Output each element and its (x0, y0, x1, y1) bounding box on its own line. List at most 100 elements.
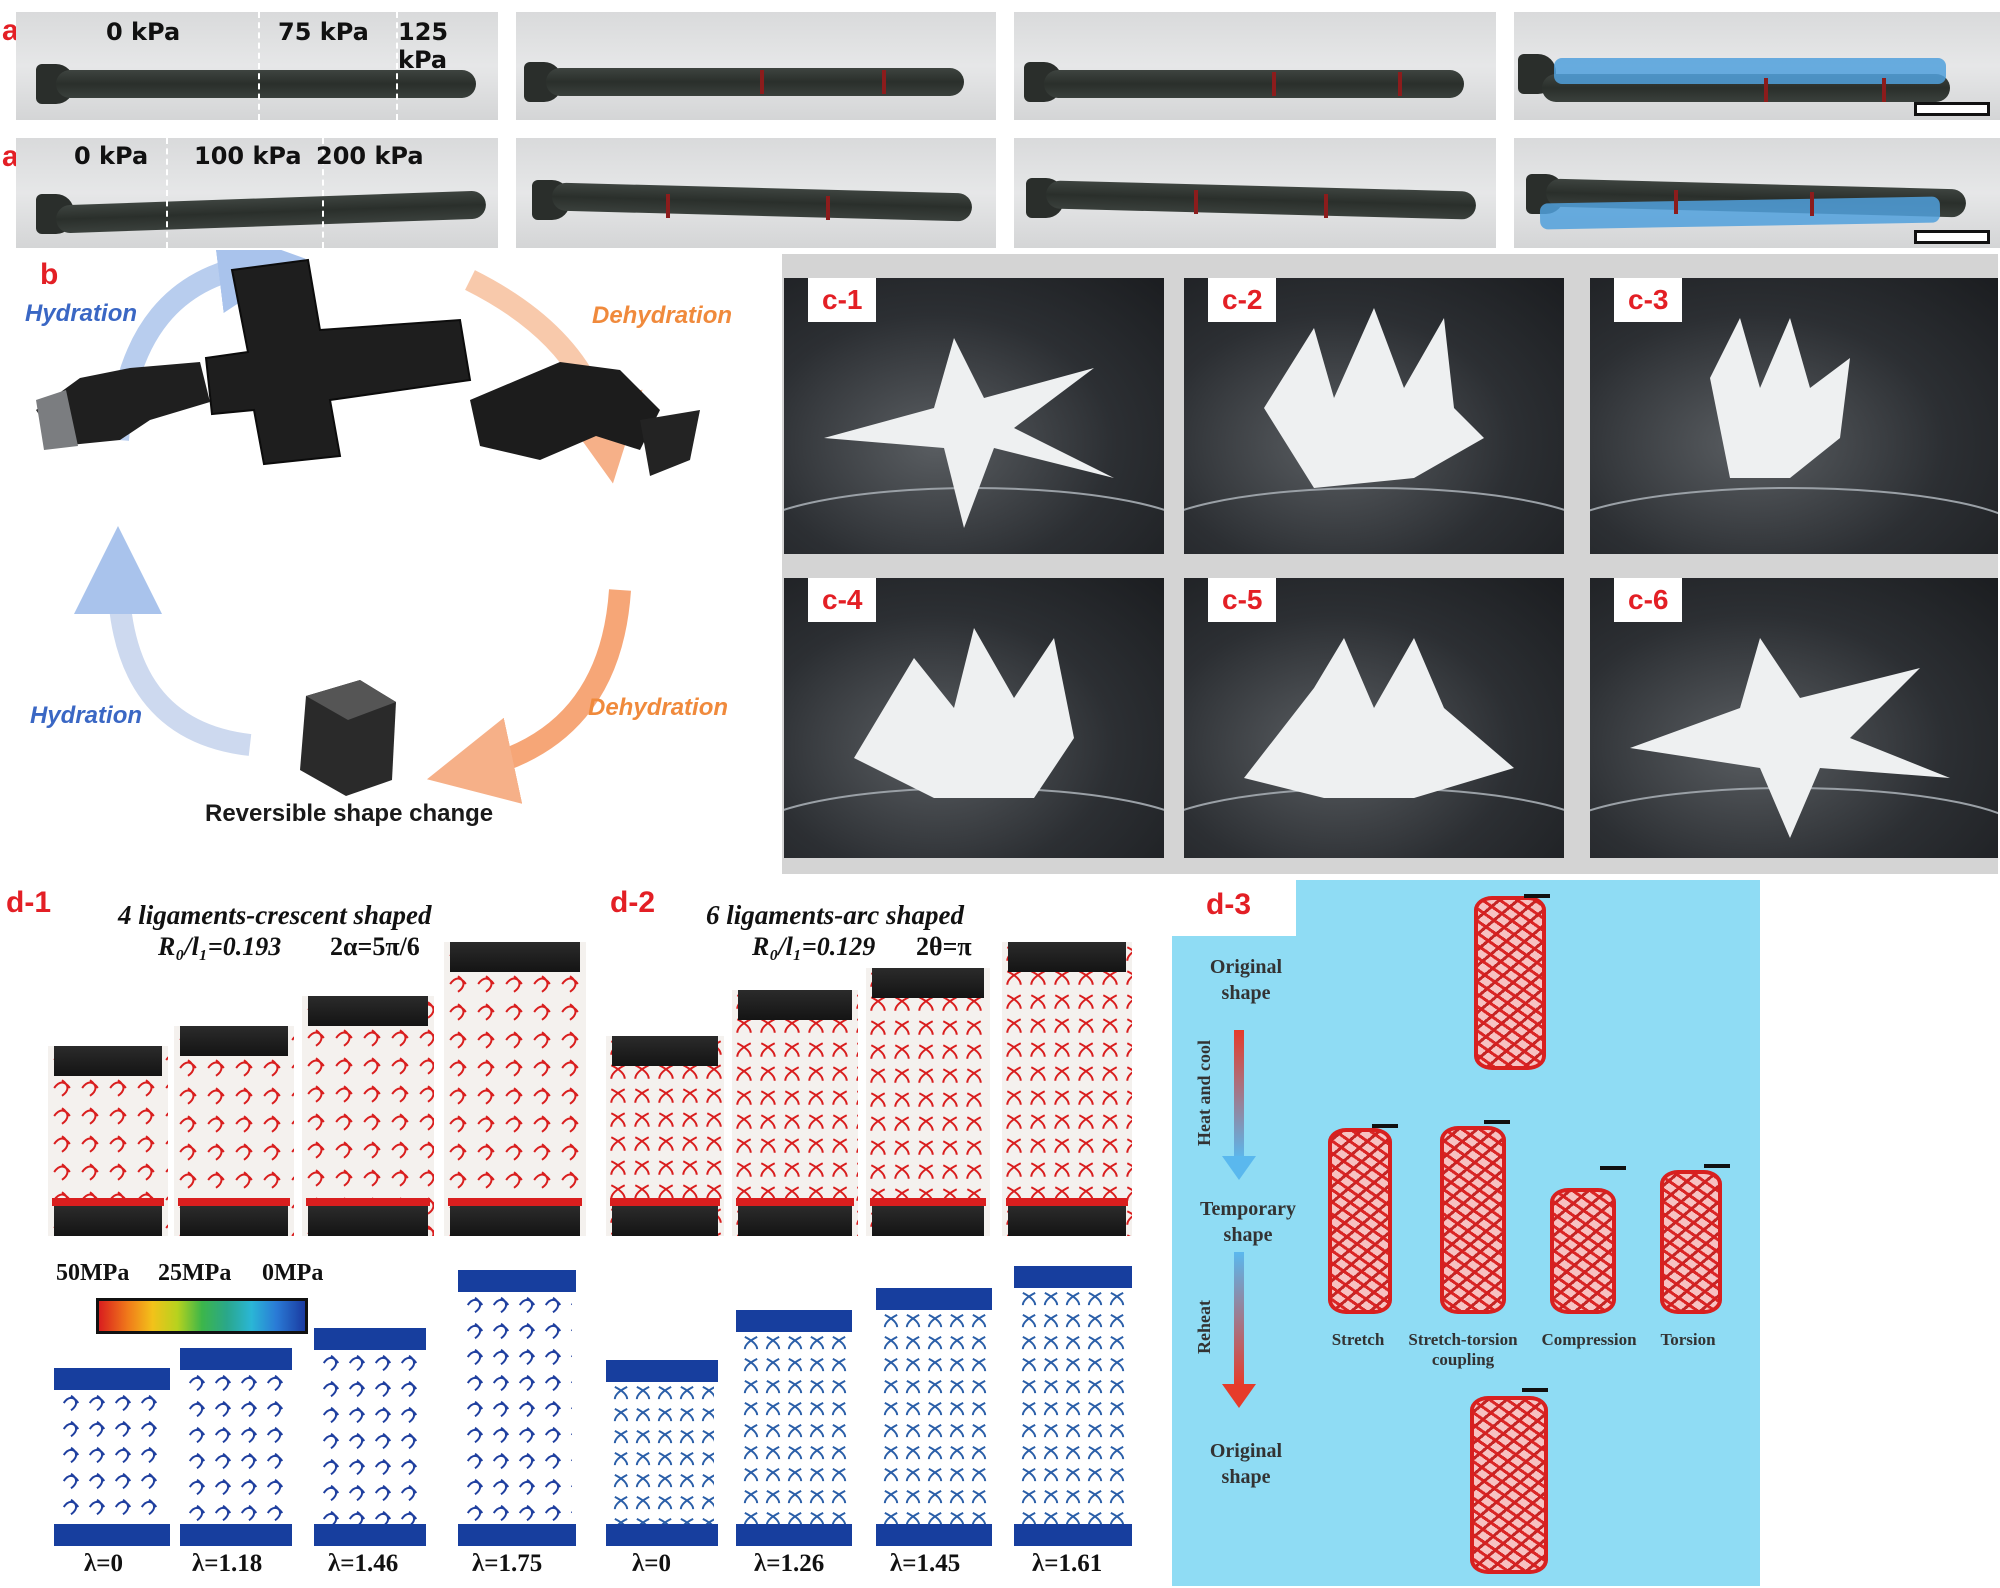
stress-color-scale (96, 1298, 308, 1334)
c6-label: c-6 (1614, 578, 1683, 622)
temporary-shape-label: Temporary shape (1200, 1198, 1296, 1246)
shape-change-cycle (36, 250, 700, 804)
d2-fem-lattice-4 (1018, 1288, 1128, 1524)
d1-fem-lattice-4 (462, 1292, 572, 1524)
d1-lambda-3: λ=1.75 (472, 1550, 543, 1577)
d2-exp-lattice-3 (866, 968, 990, 1236)
stent-compression (1550, 1188, 1616, 1314)
a2-photo-1: 0 kPa 100 kPa 200 kPa (16, 138, 498, 248)
dehydration-label-bottom: Dehydration (588, 694, 729, 721)
c2-label: c-2 (1208, 278, 1277, 322)
original-shape-bottom-label: Original shape (1209, 1440, 1283, 1488)
scale-label-0: 0MPa (262, 1260, 324, 1286)
a1-photo-2 (516, 12, 996, 120)
clamp-top (308, 996, 428, 1026)
a2-scale-bar (1914, 230, 1990, 244)
d1-lambda-1: λ=1.18 (192, 1550, 263, 1577)
clamp-bottom (1008, 1206, 1126, 1236)
clamp-bottom (54, 1206, 162, 1236)
d2-angle: 2θ=π (916, 932, 972, 961)
a2-photo-3 (1014, 138, 1496, 248)
reheat-label: Reheat (1194, 1300, 1214, 1354)
caption-stretch: Stretch (1331, 1330, 1385, 1349)
d1-angle: 2α=5π/6 (330, 932, 420, 961)
folded-cube-sample (300, 680, 396, 796)
c3-label: c-3 (1614, 278, 1683, 322)
hydration-arrow-bottom (74, 526, 252, 756)
d2-lambda-1: λ=1.26 (754, 1550, 825, 1577)
original-stent-bottom (1470, 1396, 1548, 1574)
c3-photo (1590, 278, 1998, 554)
scale-label-25: 25MPa (158, 1260, 232, 1286)
d2-lambda-3: λ=1.61 (1032, 1550, 1103, 1577)
a2-pressure-100: 100 kPa (194, 142, 302, 170)
d2-fem-lattice-1 (610, 1382, 714, 1524)
a2-photo-2 (516, 138, 996, 248)
d2-fem-lattice-3 (880, 1310, 988, 1524)
c4-label: c-4 (808, 578, 877, 622)
stent-torsion (1660, 1170, 1722, 1314)
curled-cross-right (470, 362, 700, 476)
c5-photo (1184, 578, 1564, 858)
d2-exp-lattice-4 (1002, 942, 1132, 1236)
clamp-base (610, 1198, 720, 1206)
clamp-top (54, 1046, 162, 1076)
d2-title: 6 ligaments-arc shaped (706, 900, 965, 930)
flat-cross-sample (204, 258, 472, 466)
panel-d2-label: d-2 (610, 886, 655, 919)
d1-title: 4 ligaments-crescent shaped (118, 900, 432, 930)
dehydration-label-top: Dehydration (592, 302, 733, 329)
stent-stretch-torsion (1440, 1126, 1506, 1314)
a2-pressure-200: 200 kPa (316, 142, 424, 170)
stent-stretch (1328, 1128, 1392, 1314)
a1-photo-3 (1014, 12, 1496, 120)
d2-lambda-0: λ=0 (632, 1550, 672, 1577)
d1-lambda-2: λ=1.46 (328, 1550, 399, 1577)
a1-scale-bar (1914, 102, 1990, 116)
clamp-base (178, 1198, 290, 1206)
d1-fem-lattice-1 (58, 1390, 166, 1524)
c4-photo (784, 578, 1164, 858)
panel-d3-label: d-3 (1206, 888, 1251, 921)
caption-compression: Compression (1541, 1330, 1637, 1349)
panel-c: c-1 c-2 c-3 c-4 c-5 c-6 (782, 254, 1998, 874)
clamp-base (736, 1198, 854, 1206)
panel-b-label: b (40, 258, 59, 291)
d1-fem-lattice-2 (184, 1370, 288, 1524)
a1-photo-4 (1514, 12, 2000, 120)
d1-exp-lattice-3 (302, 996, 434, 1236)
d1-fem-lattice-3 (318, 1350, 422, 1524)
d1-lambda-0: λ=0 (84, 1550, 124, 1577)
hydration-label-bottom: Hydration (30, 702, 143, 729)
original-stent-top (1474, 896, 1546, 1070)
caption-torsion: Torsion (1660, 1330, 1716, 1349)
c1-label: c-1 (808, 278, 877, 322)
d2-exp-lattice-2 (732, 990, 858, 1236)
clamp-top (872, 968, 984, 998)
a1-pressure-75: 75 kPa (278, 18, 369, 46)
clamp-top (1008, 942, 1126, 972)
a2-pressure-0: 0 kPa (74, 142, 149, 170)
a2-photo-4 (1514, 138, 2000, 248)
reversible-shape-caption: Reversible shape change (205, 800, 494, 827)
panel-d1-label: d-1 (6, 886, 51, 919)
c2-photo (1184, 278, 1564, 554)
curled-cross-left (36, 362, 210, 450)
caption-stretch-torsion: Stretch-torsion coupling (1408, 1330, 1518, 1369)
clamp-bottom (872, 1206, 984, 1236)
c5-label: c-5 (1208, 578, 1277, 622)
hydration-label-top: Hydration (25, 300, 138, 327)
clamp-base (306, 1198, 430, 1206)
original-shape-top-label: Original shape (1209, 956, 1283, 1004)
a1-pressure-125: 125 kPa (398, 18, 449, 74)
clamp-top (450, 942, 580, 972)
clamp-base (52, 1198, 164, 1206)
clamp-bottom (738, 1206, 852, 1236)
clamp-bottom (450, 1206, 580, 1236)
clamp-top (738, 990, 852, 1020)
clamp-base (448, 1198, 582, 1206)
heat-and-cool-label: Heat and cool (1194, 1040, 1214, 1146)
d2-fem-lattice-2 (740, 1332, 848, 1524)
clamp-top (180, 1026, 288, 1056)
clamp-top (612, 1036, 718, 1066)
